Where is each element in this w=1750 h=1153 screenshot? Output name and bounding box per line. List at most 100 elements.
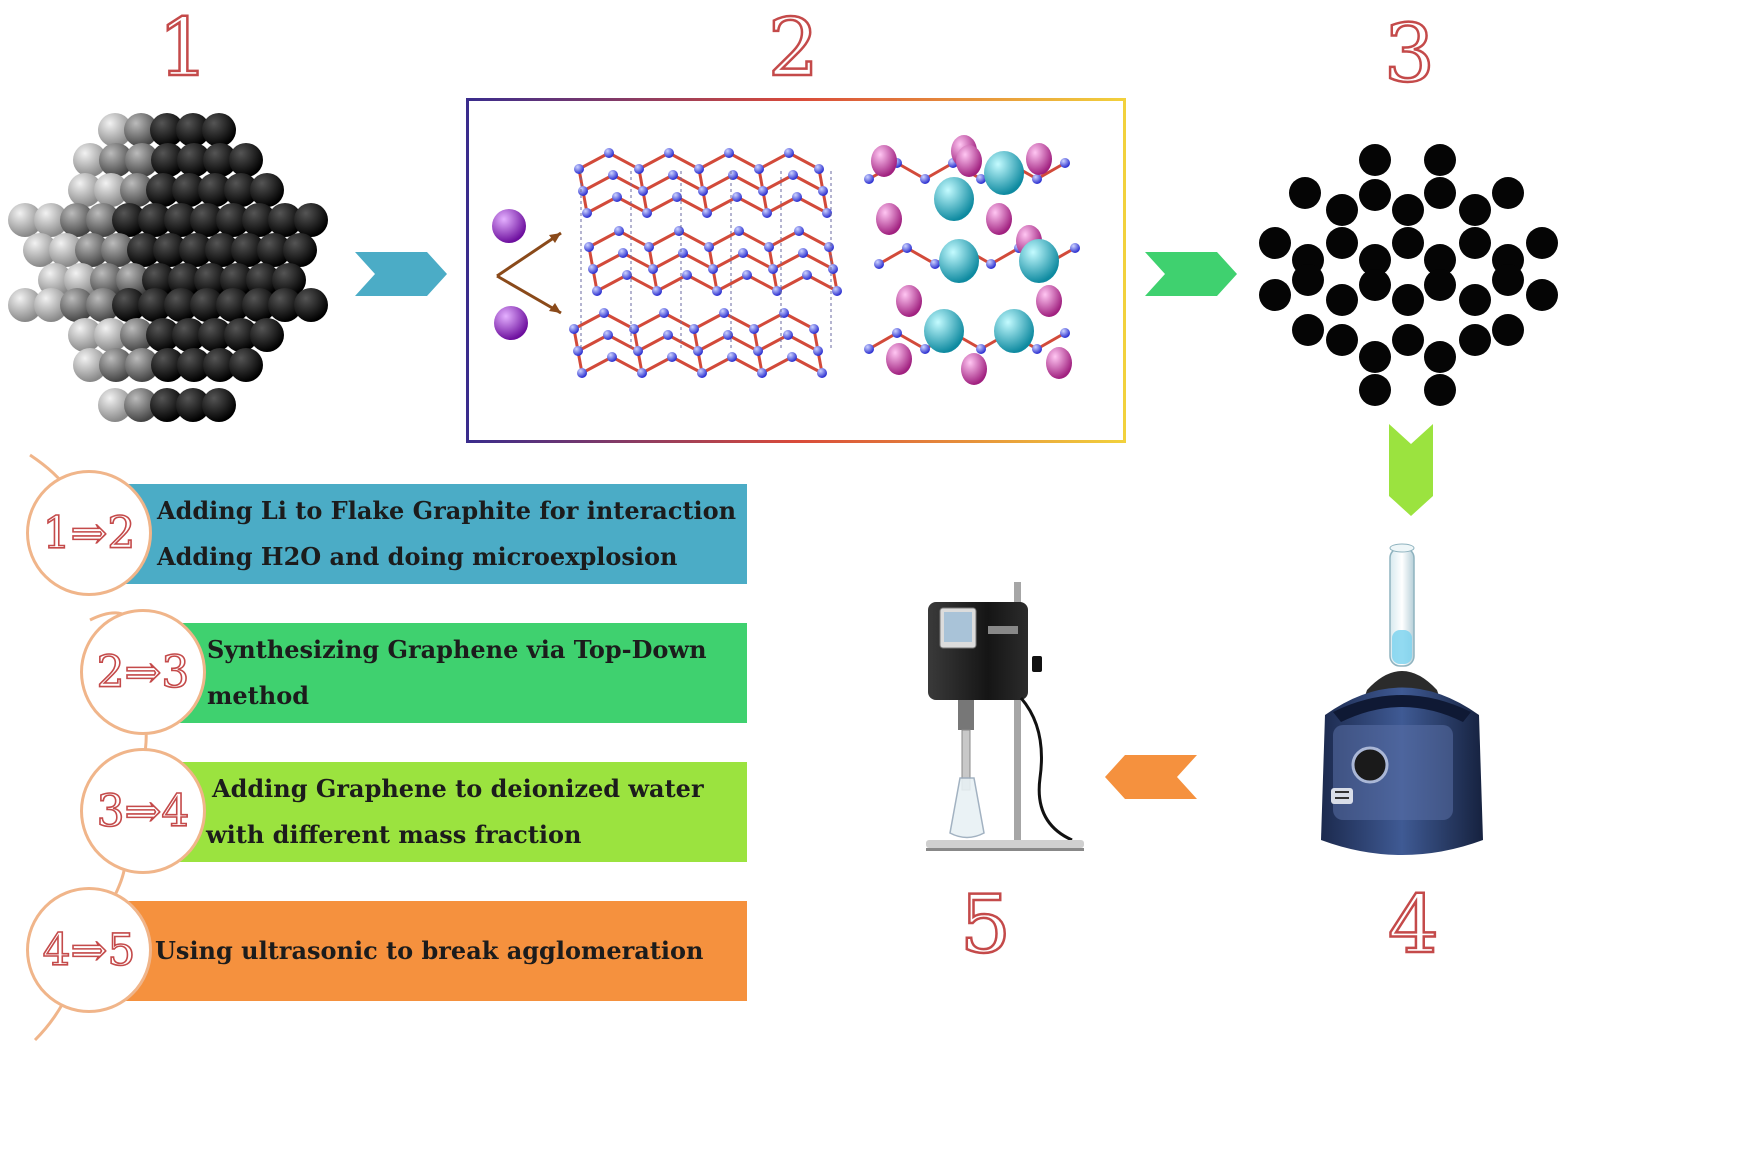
graphene-particle xyxy=(1259,227,1291,259)
carbon-atom xyxy=(754,164,764,174)
stage-number-1: 1 xyxy=(157,1,210,94)
carbon-atom xyxy=(813,346,823,356)
carbon-atom xyxy=(832,286,842,296)
graphite-sphere xyxy=(99,348,133,382)
carbon-atom xyxy=(663,330,673,340)
graphene-particle xyxy=(1492,177,1524,209)
carbon-bond xyxy=(611,355,643,375)
graphite-sphere xyxy=(23,233,57,267)
lithium-ion xyxy=(886,343,912,375)
carbon-bond xyxy=(668,151,700,171)
graphite-sphere xyxy=(198,318,232,352)
carbon-atom xyxy=(734,226,744,236)
carbon-atom xyxy=(762,208,772,218)
carbon-bond xyxy=(693,311,725,331)
carbon-bond xyxy=(592,251,624,271)
carbon-bond xyxy=(788,151,820,171)
carbon-bond xyxy=(746,273,778,293)
graphite-sphere xyxy=(150,113,184,147)
step-label-circle-2: 2⇒3 xyxy=(80,609,206,735)
carbon-atom xyxy=(608,170,618,180)
graphite-sphere xyxy=(125,143,159,177)
carbon-atom xyxy=(664,148,674,158)
carbon-atom xyxy=(732,192,742,202)
graphite-sphere xyxy=(60,203,94,237)
carbon-bond xyxy=(581,355,613,375)
graphite-sphere xyxy=(202,388,236,422)
carbon-bond xyxy=(646,195,678,215)
carbon-bond xyxy=(712,251,744,271)
carbon-atom xyxy=(642,208,652,218)
carbon-atom xyxy=(758,186,768,196)
carbon-bond xyxy=(768,229,800,249)
carbon-bond xyxy=(641,355,673,375)
carbon-bond xyxy=(762,173,794,193)
carbon-bond xyxy=(618,229,650,249)
graphene-particle xyxy=(1424,244,1456,276)
carbon-atom xyxy=(814,164,824,174)
carbon-bond xyxy=(896,331,926,351)
graphene-particle xyxy=(1326,284,1358,316)
graphene-particle xyxy=(1359,244,1391,276)
stage-number-4: 4 xyxy=(1387,878,1440,971)
graphite-sphere xyxy=(60,288,94,322)
carbon-bond xyxy=(603,311,635,331)
carbon-bond xyxy=(578,151,610,171)
carbon-bond xyxy=(626,273,658,293)
carbon-atom xyxy=(783,330,793,340)
carbon-bond xyxy=(791,355,823,375)
carbon-atom xyxy=(930,259,940,269)
graphite-sphere xyxy=(205,233,239,267)
carbon-bond xyxy=(792,173,824,193)
carbon-bond xyxy=(656,273,688,293)
graphite-sphere xyxy=(257,233,291,267)
graphite-sphere xyxy=(146,318,180,352)
graphite-sphere-cluster-icon xyxy=(8,113,328,422)
carbon-atom xyxy=(577,368,587,378)
carbon-atom xyxy=(864,174,874,184)
carbon-bond xyxy=(663,311,695,331)
carbon-atom xyxy=(638,186,648,196)
carbon-atom xyxy=(637,368,647,378)
water-molecule xyxy=(984,151,1024,195)
carbon-bond xyxy=(868,331,898,351)
graphene-particle xyxy=(1392,284,1424,316)
graphene-particle xyxy=(1424,341,1456,373)
carbon-atom xyxy=(1060,158,1070,168)
graphite-sphere xyxy=(73,143,107,177)
lithium-ion xyxy=(961,353,987,385)
graphene-particle xyxy=(1359,179,1391,211)
graphite-sphere xyxy=(224,173,258,207)
carbon-bond xyxy=(698,151,730,171)
carbon-atom xyxy=(1060,328,1070,338)
graphite-sphere xyxy=(124,113,158,147)
graphite-sphere xyxy=(151,348,185,382)
graphite-sphere xyxy=(272,263,306,297)
graphite-sphere xyxy=(283,233,317,267)
step-1-line-2: Adding H2O and doing microexplosion xyxy=(157,542,678,571)
lithium-intercalation-icon xyxy=(492,135,1080,385)
lithium-ion xyxy=(1026,143,1052,175)
carbon-bond xyxy=(990,246,1020,266)
carbon-atom xyxy=(612,192,622,202)
carbon-bond xyxy=(637,333,669,353)
lithium-ion xyxy=(1036,285,1062,317)
stage-number-2: 2 xyxy=(767,1,820,94)
graphite-sphere xyxy=(294,288,328,322)
graphene-particle xyxy=(1424,269,1456,301)
carbon-atom xyxy=(798,248,808,258)
graphite-sphere xyxy=(216,203,250,237)
carbon-atom xyxy=(902,243,912,253)
graphene-particle xyxy=(1289,177,1321,209)
graphite-sphere xyxy=(177,143,211,177)
carbon-atom xyxy=(753,346,763,356)
carbon-bond xyxy=(642,173,674,193)
carbon-bond xyxy=(806,273,838,293)
carbon-atom xyxy=(634,164,644,174)
carbon-atom xyxy=(1032,174,1042,184)
graphite-sphere xyxy=(68,318,102,352)
carbon-bond xyxy=(787,333,819,353)
graphite-sphere xyxy=(194,263,228,297)
carbon-bond xyxy=(708,229,740,249)
carbon-atom xyxy=(582,208,592,218)
